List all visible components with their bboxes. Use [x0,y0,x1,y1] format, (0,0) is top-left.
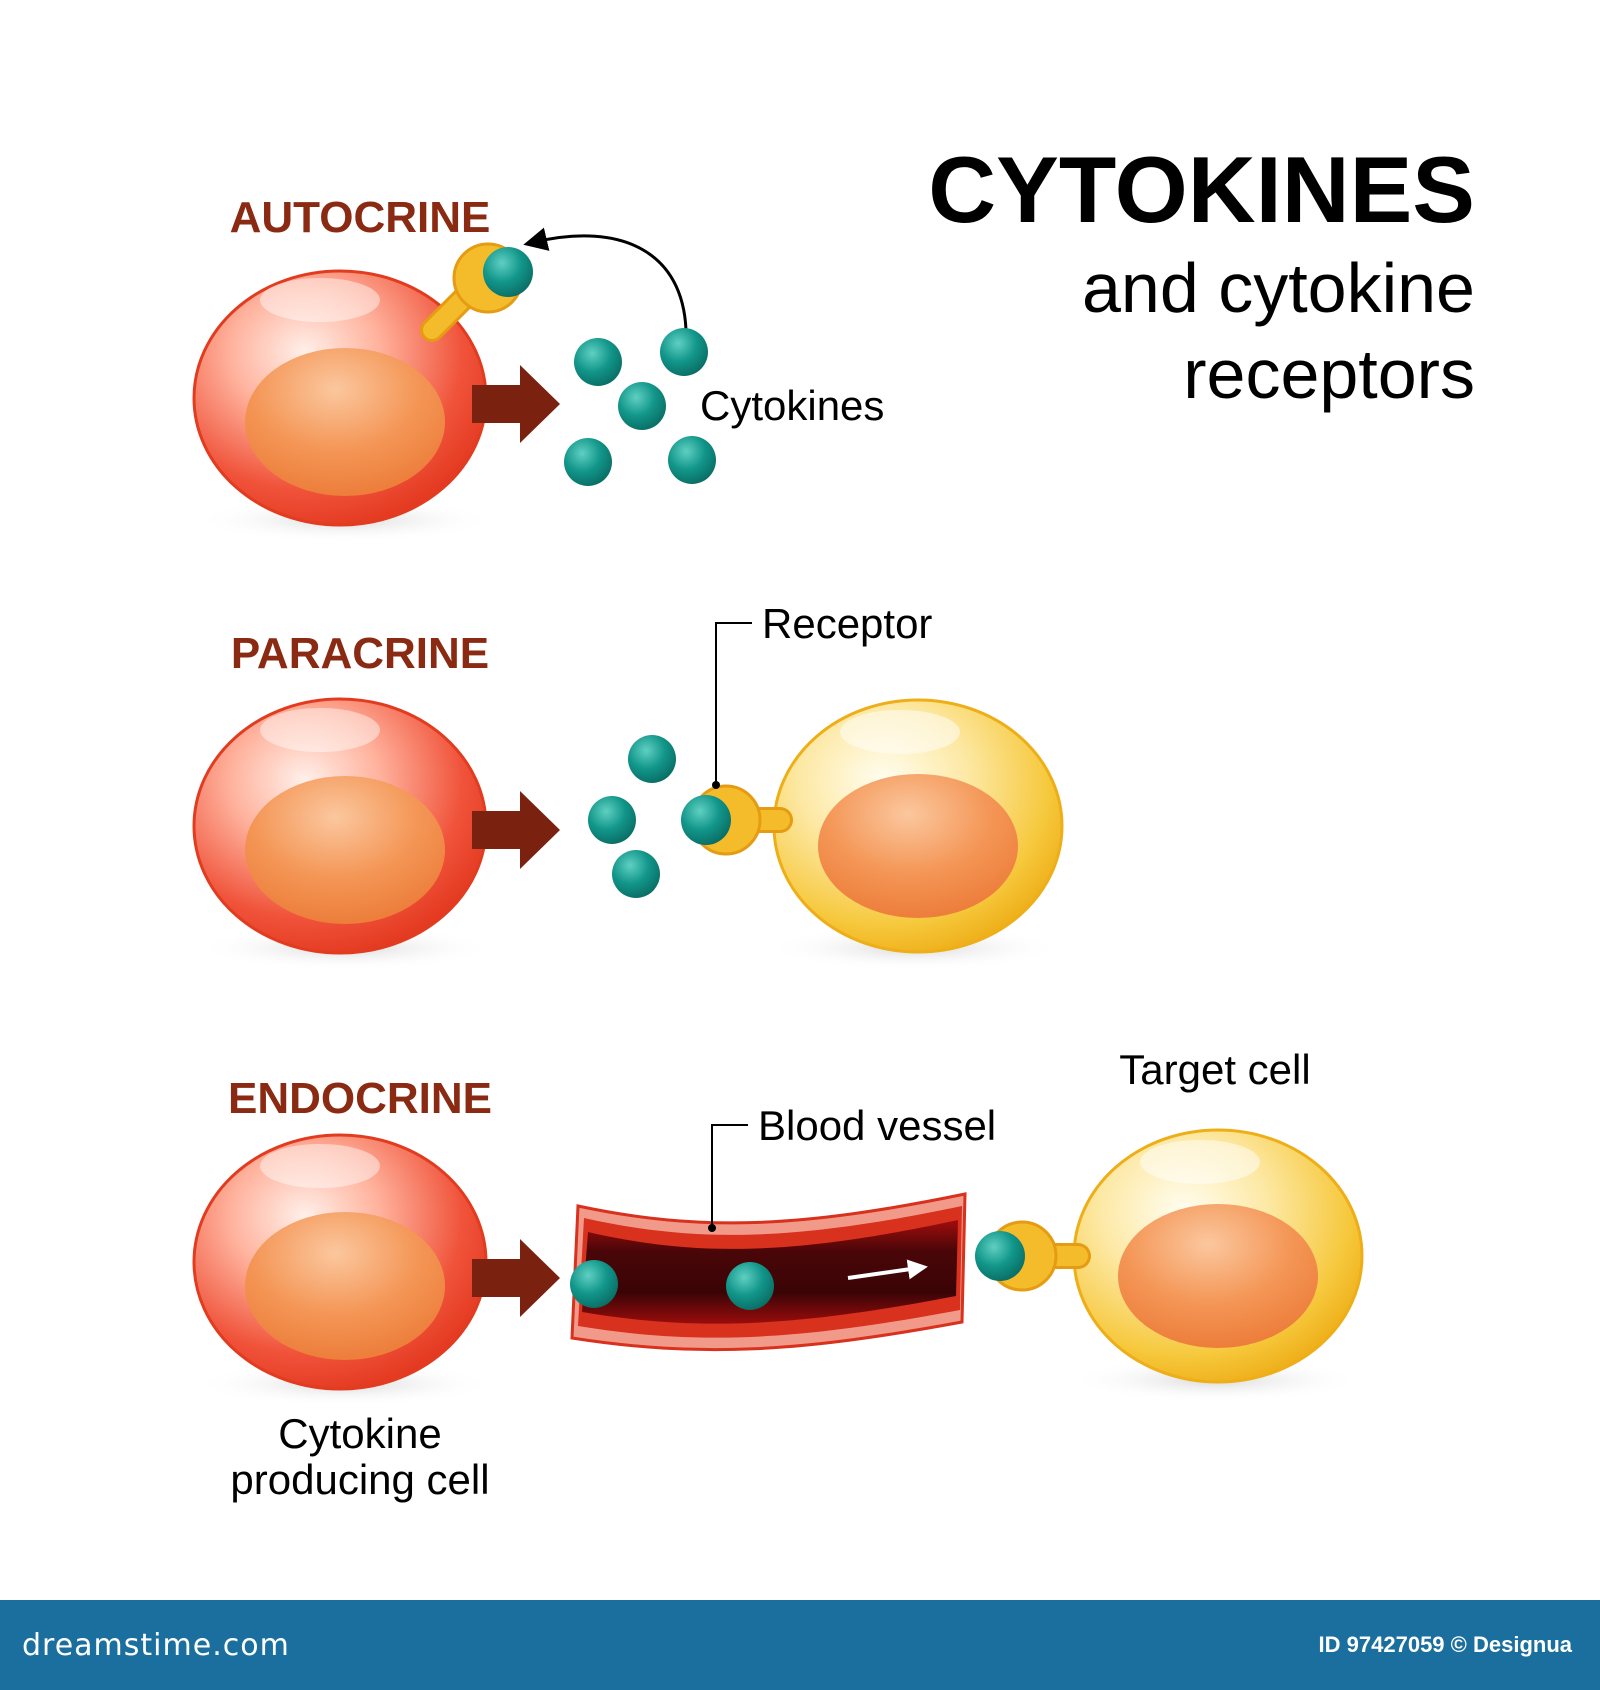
cytokine-molecule-icon [668,436,716,484]
paracrine-producing-cell [192,697,495,970]
return-arrow-icon [523,227,688,346]
watermark-footer: dreamstime.com ID 97427059 © Designua [0,1600,1600,1690]
autocrine-producing-cell [192,269,495,542]
cytokine-diagram: CYTOKINES and cytokine receptors AUTOCRI… [192,137,1475,1503]
endocrine-producing-cell [192,1133,495,1406]
section-label-autocrine: AUTOCRINE [230,193,491,242]
cytokine-molecule-icon [574,338,622,386]
arrow-icon [472,1239,560,1317]
nucleus-icon [245,1212,445,1360]
label-target-cell: Target cell [1119,1046,1310,1093]
nucleus-icon [245,348,445,496]
cytokine-molecule-icon [628,735,676,783]
label-receptor: Receptor [762,600,932,647]
cytokine-molecule-icon [660,328,708,376]
label-blood-vessel: Blood vessel [758,1102,996,1149]
title-sub-line1: and cytokine [1082,249,1475,327]
cytokine-molecule-icon [618,382,666,430]
cytokine-molecule-icon [975,1231,1025,1281]
nucleus-icon [1118,1204,1318,1348]
label-cytokines: Cytokines [700,382,884,429]
cytokine-molecule-icon [564,438,612,486]
cytokine-molecule-icon [570,1260,618,1308]
footer-brand: dreamstime.com [22,1627,290,1663]
section-label-paracrine: PARACRINE [231,629,489,678]
cytokine-molecule-icon [612,850,660,898]
blood-vessel-callout-line [708,1124,748,1232]
receptor-callout-line [712,622,752,789]
cytokine-molecule-icon [483,247,533,297]
nucleus-icon [245,776,445,924]
cytokine-molecule-icon [681,795,731,845]
blood-vessel-icon [570,1192,967,1352]
paracrine-target-cell [767,698,1064,970]
section-label-endocrine: ENDOCRINE [228,1074,492,1123]
cytokine-cluster-autocrine [564,328,716,486]
arrow-icon [472,791,560,869]
cytokine-molecule-icon [588,796,636,844]
arrow-icon [472,365,560,443]
title-main: CYTOKINES [928,137,1475,242]
footer-credit: ID 97427059 © Designua [1318,1632,1572,1657]
cytokine-molecule-icon [726,1262,774,1310]
label-producing-cell-line1: Cytokine [278,1410,441,1457]
endocrine-target-cell [1067,1128,1364,1402]
title-sub-line2: receptors [1183,335,1475,413]
label-producing-cell-line2: producing cell [230,1456,489,1503]
cytokine-cluster-paracrine [588,735,676,898]
nucleus-icon [818,774,1018,918]
